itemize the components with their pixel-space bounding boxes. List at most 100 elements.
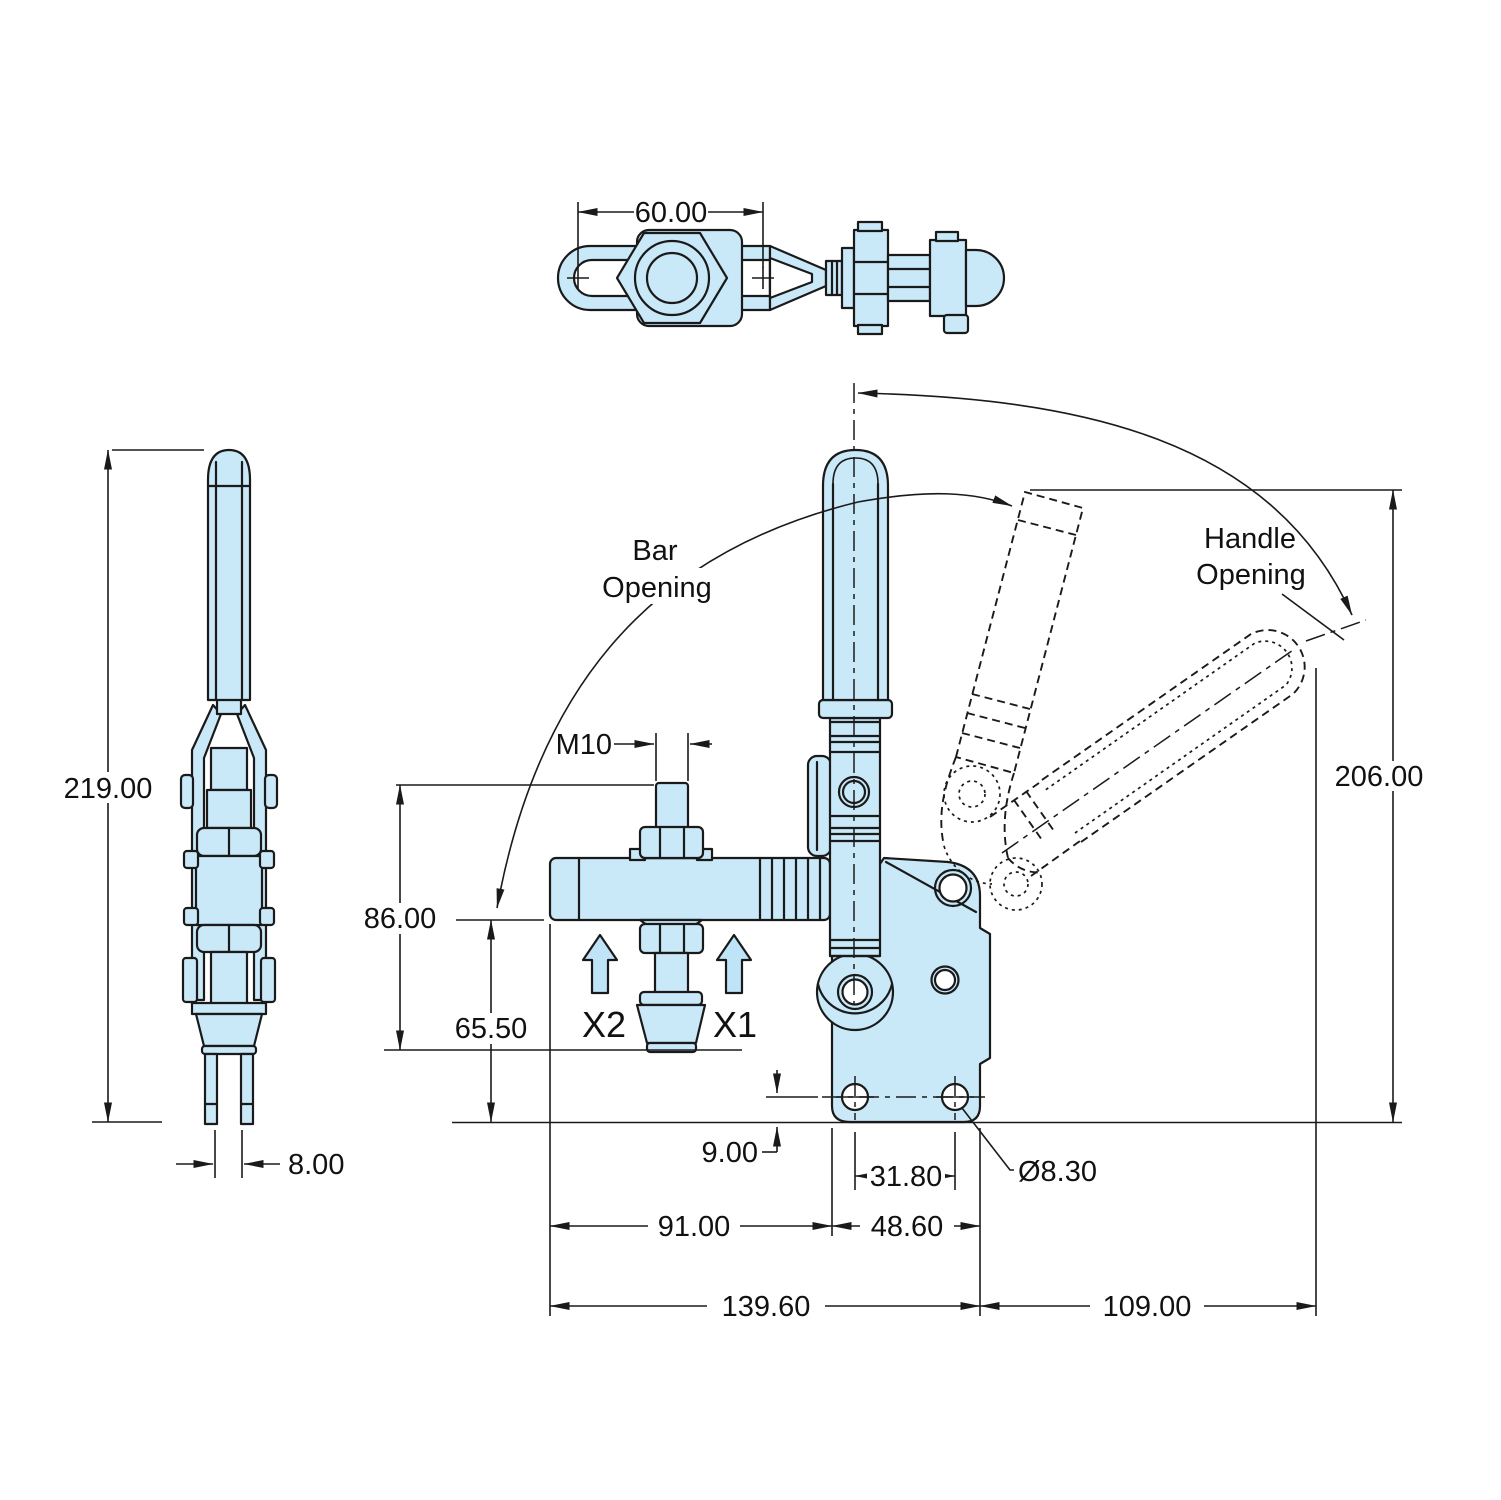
side-handle-grip: [206, 448, 252, 702]
handle-arm: [828, 716, 882, 958]
handle-opening-text-2: Opening: [1196, 559, 1306, 591]
open-grip-outline: [1038, 629, 1306, 843]
label-gap: [707, 1291, 825, 1321]
force-arrow-x1: [715, 933, 753, 995]
open-link-pin-bore: [1003, 871, 1029, 897]
force-label-x2: X2: [582, 1004, 626, 1045]
dimension-base-width: 48.60: [831, 1128, 981, 1316]
callout-hole-diameter: Ø8.30: [961, 1107, 1097, 1188]
dim-side-slot-text: 8.00: [288, 1149, 344, 1181]
top-grip-endcap: [964, 248, 1006, 308]
label-gap: [446, 1013, 536, 1044]
dimension-overall-reach: 139.60: [549, 1291, 981, 1323]
dim-top-width-text: 60.00: [635, 197, 708, 229]
dimension-overall-height: 206.00: [1030, 489, 1438, 1123]
top-clevis-block: [852, 228, 890, 328]
open-yoke-edge: [1007, 857, 1043, 874]
bar-opening-label: Bar Opening: [596, 532, 718, 604]
main-pivot-bore: [841, 978, 869, 1006]
dim-stud-height-text: 86.00: [364, 903, 437, 935]
phantom-open-handle: [989, 619, 1367, 877]
open-bar-rib: [961, 732, 1021, 749]
foot-taper: [635, 1003, 707, 1045]
grip-collar: [817, 698, 894, 720]
spindle-stud: [654, 781, 690, 831]
handle-opening-text-1: Handle: [1204, 523, 1296, 555]
label-gap: [1090, 1291, 1204, 1321]
bar-opening-text-1: Bar: [632, 535, 677, 567]
top-clevis-plate: [840, 246, 856, 310]
spindle-nut-upper: [638, 825, 705, 860]
open-bar-rib: [966, 712, 1026, 729]
handle-opening-arc: [857, 389, 1353, 616]
dim-base-width-text: 48.60: [871, 1211, 944, 1243]
side-fork-foot: [181, 956, 199, 1004]
dimension-hole-spacing: 31.80: [854, 1132, 956, 1193]
label-gap: [596, 568, 718, 604]
dimension-thread: M10: [556, 729, 712, 781]
force-arrows: X2 X1: [581, 933, 757, 1045]
side-foot-taper: [194, 1012, 264, 1048]
boss-arc: [816, 982, 894, 1015]
link-pin-bore: [938, 873, 968, 903]
mid-hole-bore: [933, 968, 957, 992]
slot-center-mark: [567, 267, 589, 289]
slot-center-mark: [752, 267, 774, 289]
top-nut-bore: [645, 251, 699, 305]
side-rivet-tab: [258, 906, 276, 927]
phantom-open-bar: [940, 490, 1085, 911]
dimension-handle-reach: 109.00: [979, 668, 1317, 1323]
top-clevis-tab: [856, 323, 884, 336]
foot-flange: [638, 990, 704, 1007]
side-foot-band: [190, 1001, 268, 1016]
dim-hole-diameter-text: Ø8.30: [1018, 1156, 1097, 1188]
open-bar-rib: [971, 693, 1031, 710]
dim-overall-reach-text: 139.60: [722, 1291, 811, 1323]
top-hex-nut: [615, 231, 729, 325]
dim-bar-height-text: 65.50: [455, 1013, 528, 1045]
side-rod-boss: [205, 788, 253, 830]
side-pivot-pin: [263, 773, 279, 810]
top-handle-shaft: [886, 253, 932, 303]
handle-opening-label: Handle Opening: [1196, 523, 1345, 641]
label-gap: [62, 772, 155, 803]
dimension-hole-offset: 9.00: [702, 1070, 818, 1169]
side-rivet-tab: [182, 849, 200, 870]
top-grip-tab: [942, 313, 970, 335]
spindle-rod: [653, 951, 690, 997]
label-gap: [867, 1161, 945, 1191]
dim-hole-spacing-text: 31.80: [870, 1161, 943, 1193]
open-handle-rib: [1025, 790, 1055, 832]
dim-thread-text: M10: [556, 729, 612, 761]
dim-hole-offset-text: 9.00: [702, 1137, 758, 1169]
spindle-nut-lower: [638, 922, 705, 955]
dim-bar-reach-text: 91.00: [658, 1211, 731, 1243]
open-handle-axis-ext: [1305, 619, 1367, 642]
mid-hole: [930, 965, 960, 995]
open-roller: [943, 765, 1001, 823]
top-neck: [824, 259, 844, 297]
side-rod-upper: [209, 746, 249, 792]
leader-line: [961, 1107, 1014, 1171]
dim-side-height-text: 219.00: [64, 773, 153, 805]
label-gap: [1320, 761, 1438, 791]
bar-opening-text-2: Opening: [602, 572, 712, 604]
spindle-retainer: [806, 754, 833, 858]
open-bar-rib: [1017, 519, 1077, 536]
side-view: 219.00 8.00: [62, 448, 344, 1181]
side-rod-lower: [209, 950, 249, 1007]
label-gap: [624, 532, 686, 566]
label-gap: [634, 196, 708, 226]
open-handle-rib: [1013, 799, 1043, 841]
label-gap: [355, 903, 445, 934]
clamp-bar: [548, 856, 832, 922]
side-bar-section: [194, 854, 264, 927]
top-clevis-tab: [856, 220, 884, 233]
dimension-top-width: 60.00: [577, 196, 764, 268]
side-foot-pad: [200, 1044, 258, 1056]
dimension-bar-reach: 91.00: [549, 924, 833, 1316]
dim-overall-height-text: 206.00: [1335, 761, 1424, 793]
front-view: Bar Opening Handle Opening X2 X1 M10: [355, 383, 1438, 1323]
side-fork-foot: [259, 956, 277, 1004]
